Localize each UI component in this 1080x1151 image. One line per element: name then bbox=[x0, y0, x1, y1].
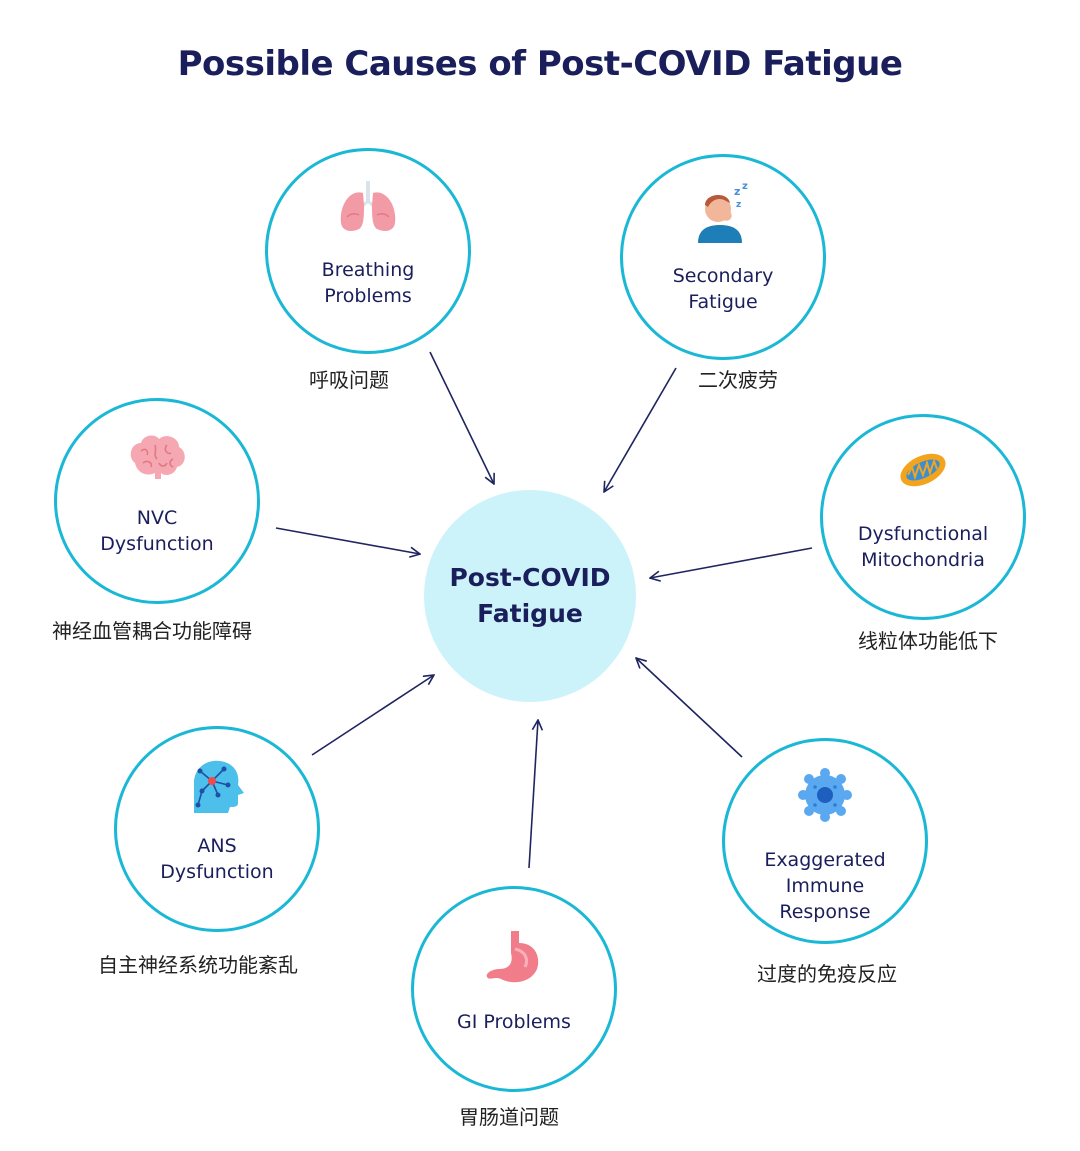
node-label: Exaggerated Immune Response bbox=[764, 849, 886, 923]
caption-gi: 胃肠道问题 bbox=[459, 1105, 559, 1129]
head-network-icon bbox=[194, 760, 244, 813]
node-secondary: z z z Secondary Fatigue bbox=[620, 154, 826, 360]
arrow-gi bbox=[528, 720, 538, 869]
node-immune: Exaggerated Immune Response bbox=[722, 738, 928, 944]
arrow-nvc bbox=[275, 527, 420, 554]
node-breathing: Breathing Problems bbox=[265, 148, 471, 354]
node-nvc: NVC Dysfunction bbox=[54, 398, 260, 604]
node-label: GI Problems bbox=[457, 1011, 571, 1033]
immune-cell-icon bbox=[798, 768, 852, 822]
sleepy-person-icon: z z z bbox=[698, 181, 748, 243]
arrow-mito bbox=[650, 547, 813, 578]
caption-ans: 自主神经系统功能紊乱 bbox=[98, 953, 298, 977]
node-ans: ANS Dysfunction bbox=[114, 726, 320, 932]
svg-text:z: z bbox=[742, 181, 748, 192]
node-label: Dysfunctional Mitochondria bbox=[857, 523, 989, 571]
brain-icon bbox=[130, 435, 185, 479]
center-label: Post-COVID Fatigue bbox=[449, 563, 611, 628]
arrow-ans bbox=[311, 675, 434, 756]
caption-immune: 过度的免疫反应 bbox=[757, 962, 897, 986]
node-mito: Dysfunctional Mitochondria bbox=[820, 414, 1026, 620]
caption-secondary: 二次疲劳 bbox=[698, 368, 778, 392]
arrow-secondary bbox=[604, 367, 677, 492]
node-gi: GI Problems bbox=[411, 886, 617, 1092]
mitochondria-icon bbox=[900, 453, 946, 487]
svg-text:z: z bbox=[736, 200, 741, 210]
caption-nvc: 神经血管耦合功能障碍 bbox=[52, 619, 252, 643]
arrow-breathing bbox=[429, 351, 494, 484]
arrow-immune bbox=[636, 658, 743, 758]
caption-mito: 线粒体功能低下 bbox=[858, 629, 998, 653]
svg-text:z: z bbox=[734, 185, 740, 198]
node-label: NVC Dysfunction bbox=[100, 507, 214, 555]
lungs-icon bbox=[340, 181, 396, 231]
stomach-icon bbox=[486, 931, 539, 983]
diagram-title: Possible Causes of Post-COVID Fatigue bbox=[177, 44, 903, 84]
center-node: Post-COVID Fatigue bbox=[424, 490, 636, 702]
node-label: Secondary Fatigue bbox=[672, 265, 774, 313]
node-label: ANS Dysfunction bbox=[160, 835, 274, 883]
caption-breathing: 呼吸问题 bbox=[309, 368, 389, 392]
node-label: Breathing Problems bbox=[321, 259, 415, 307]
